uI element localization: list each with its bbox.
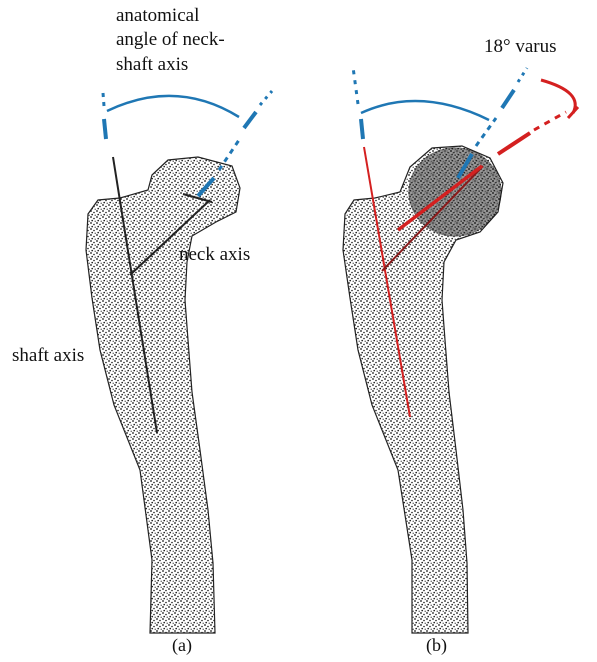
femur-bone-a — [86, 157, 240, 633]
angle-label-line3: shaft axis — [116, 53, 188, 77]
caption-b: (b) — [426, 634, 447, 656]
panel-b — [343, 67, 578, 633]
varus-label: 18° varus — [484, 35, 557, 59]
panel-a — [86, 91, 272, 633]
caption-a: (a) — [172, 634, 192, 656]
femoral-head-b — [409, 148, 501, 236]
neck-axis-label: neck axis — [179, 243, 250, 267]
angle-label-line2: angle of neck- — [116, 28, 225, 52]
angle-label-line1: anatomical — [116, 4, 199, 28]
shaft-axis-label: shaft axis — [12, 344, 84, 368]
varus-marker — [498, 80, 578, 154]
varus-arc — [541, 80, 575, 113]
